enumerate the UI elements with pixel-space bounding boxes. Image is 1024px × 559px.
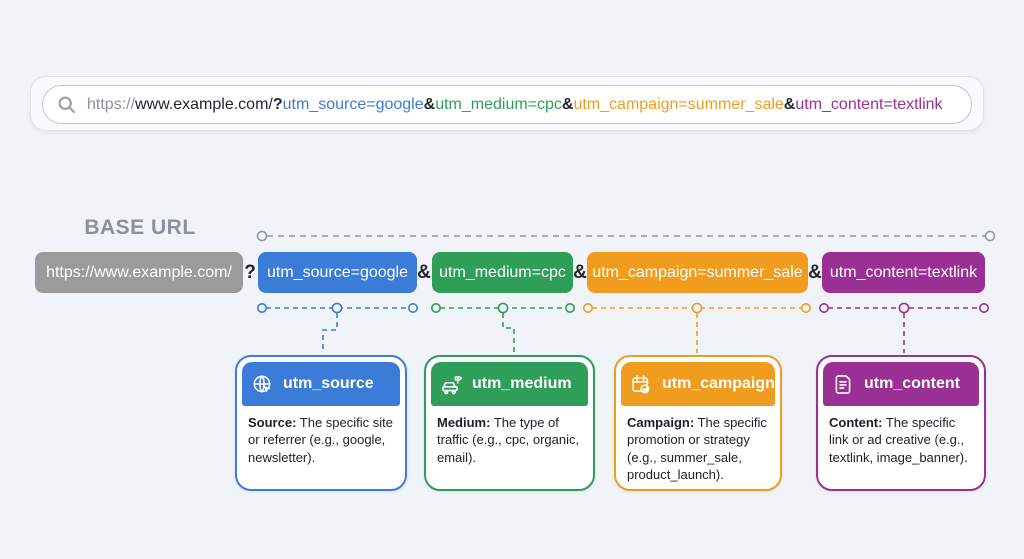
url-utm-campaign: utm_campaign=summer_sale — [573, 95, 784, 113]
ampersand-separator: & — [573, 261, 587, 283]
utm-content-card-title: utm_content — [864, 375, 960, 392]
url-text: https://www.example.com/?utm_source=goog… — [87, 96, 943, 114]
utm-medium-card: utm_medium Medium: The type of traffic (… — [424, 355, 595, 491]
url-utm-medium: utm_medium=cpc — [435, 95, 562, 113]
utm-content-card-header: utm_content — [823, 362, 979, 406]
url-ampersand: & — [561, 95, 574, 113]
utm-campaign-card-description: Campaign: The specific promotion or stra… — [627, 415, 767, 483]
ampersand-separator: & — [808, 261, 822, 283]
url-question-mark: ? — [272, 95, 283, 113]
base-url-box: https://www.example.com/ — [35, 252, 243, 293]
utm-medium-box: utm_medium=cpc — [432, 252, 573, 293]
url-ampersand: & — [423, 95, 436, 113]
ampersand-separator: & — [417, 261, 431, 283]
utm-medium-card-header: utm_medium — [431, 362, 588, 406]
utm-campaign-card-title: utm_campaign — [662, 375, 775, 392]
document-icon — [835, 374, 851, 394]
utm-content-box: utm_content=textlink — [822, 252, 985, 293]
utm-medium-card-title: utm_medium — [472, 375, 572, 392]
search-icon — [58, 95, 76, 113]
utm-campaign-card-header: utm_campaign — [621, 362, 775, 406]
base-url-label: BASE URL — [84, 216, 196, 239]
utm-campaign-box: utm_campaign=summer_sale — [587, 252, 808, 293]
url-input[interactable]: https://www.example.com/?utm_source=goog… — [42, 85, 972, 124]
calendar-check-icon — [632, 374, 650, 393]
utm-source-card: utm_source Source: The specific site or … — [235, 355, 407, 491]
utm-campaign-card: utm_campaign Campaign: The specific prom… — [614, 355, 782, 491]
utm-source-box: utm_source=google — [258, 252, 417, 293]
url-utm-content: utm_content=textlink — [795, 95, 943, 113]
utm-medium-card-description: Medium: The type of traffic (e.g., cpc, … — [437, 415, 580, 465]
utm-content-card: utm_content Content: The specific link o… — [816, 355, 986, 491]
url-protocol: https:// — [87, 95, 136, 113]
url-ampersand: & — [783, 95, 796, 113]
globe-cursor-icon — [253, 375, 271, 393]
question-separator: ? — [244, 261, 256, 283]
url-domain: www.example.com/ — [135, 95, 273, 113]
car-traffic-icon — [442, 375, 463, 394]
utm-source-card-description: Source: The specific site or referrer (e… — [248, 415, 393, 465]
utm-source-card-title: utm_source — [283, 375, 374, 392]
utm-source-card-header: utm_source — [242, 362, 400, 406]
url-utm-source: utm_source=google — [282, 95, 424, 113]
utm-content-card-description: Content: The specific link or ad creativ… — [829, 415, 968, 465]
